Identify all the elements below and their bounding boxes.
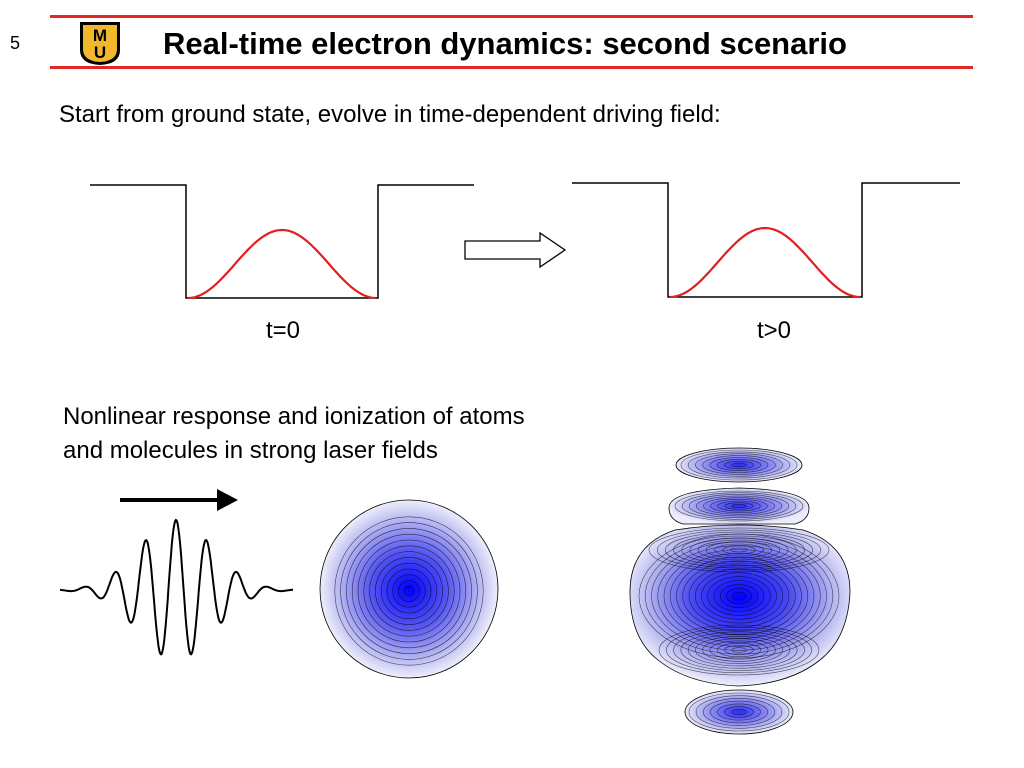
- ionized-contour-ring: [676, 556, 802, 636]
- ionized-contour-ring: [695, 453, 783, 477]
- ionized-contour-ring: [688, 692, 790, 732]
- atom-contour-ring: [404, 586, 414, 596]
- ionized-contour-ring: [722, 545, 756, 555]
- atom-contour-ring: [334, 516, 484, 666]
- ionized-contour-ring: [719, 584, 759, 608]
- ionized-contour-ring: [638, 533, 840, 659]
- ionized-contour-ring: [716, 642, 762, 658]
- ionized-contour-ring: [716, 459, 762, 471]
- ionized-contour-ring: [680, 631, 798, 669]
- slide-title: Real-time electron dynamics: second scen…: [163, 26, 847, 61]
- logo-letter-u: U: [94, 43, 106, 62]
- ionized-contour-ring: [731, 503, 747, 508]
- header-bottom-rule: [50, 66, 973, 69]
- ionized-contour-ring: [697, 539, 781, 561]
- laser-pulse-waveform: [59, 518, 293, 656]
- university-logo: M U: [80, 22, 120, 65]
- atom-contour-ring: [357, 539, 461, 643]
- atom-contour-ring: [363, 545, 455, 637]
- ionized-contour-ring: [702, 455, 776, 475]
- ionized-contour-ring: [648, 527, 830, 573]
- ionized-contour-ring: [707, 576, 771, 616]
- ionized-density-contour-plot: [629, 447, 851, 735]
- left-well-label: t=0: [265, 317, 301, 344]
- atom-contour-ring: [351, 533, 467, 649]
- ionized-contour-ring: [663, 549, 815, 643]
- ionized-contour-ring: [709, 640, 769, 660]
- laser-description-line-1: Nonlinear response and ionization of ato…: [63, 403, 525, 430]
- logo-letter-m: M: [93, 26, 107, 45]
- ionized-contour-ring: [714, 543, 764, 557]
- ionized-contour-ring: [726, 587, 752, 605]
- right-well-label: t>0: [756, 317, 792, 344]
- right-well-potential: [572, 182, 960, 298]
- ionized-contour-ring: [682, 560, 796, 632]
- ionized-contour-ring: [681, 492, 797, 520]
- ionized-contour-ring: [732, 591, 746, 601]
- laser-description: Nonlinear response and ionization of ato…: [63, 400, 525, 468]
- ionized-contour-ring: [658, 624, 820, 676]
- slide-number: 5: [10, 33, 21, 53]
- ionized-contour-ring: [724, 706, 754, 718]
- ionized-contour-ring: [701, 572, 777, 620]
- intro-text: Start from ground state, evolve in time-…: [59, 101, 721, 128]
- ionized-contour-ring: [703, 497, 775, 515]
- ionized-contour-ring: [710, 498, 768, 513]
- ionized-contour-ring: [695, 695, 783, 729]
- ionized-contour-ring: [687, 633, 791, 667]
- ionized-contour-ring: [665, 531, 813, 569]
- ionized-contour-ring: [687, 451, 791, 479]
- atom-density-contour-plot: [319, 499, 499, 679]
- ionized-contour-ring: [674, 490, 804, 522]
- ionized-contour-ring: [710, 700, 768, 724]
- ionized-contour-ring: [673, 629, 805, 671]
- ionized-contour-ring: [695, 495, 782, 517]
- ionized-contour-ring: [644, 537, 834, 655]
- ionized-contour-ring: [731, 462, 747, 468]
- header-top-rule: [50, 15, 973, 18]
- ionized-contour-ring: [702, 638, 776, 662]
- ionized-contour-ring: [731, 708, 747, 715]
- ionized-contour-ring: [724, 645, 754, 655]
- ionized-contour-ring: [724, 460, 754, 470]
- atom-contour-ring: [380, 562, 438, 620]
- laser-description-line-2: and molecules in strong laser fields: [63, 437, 438, 464]
- atom-contour-ring: [375, 557, 443, 625]
- left-well-wavefunction: [187, 228, 377, 300]
- ionized-contour-ring: [702, 698, 775, 726]
- ionized-contour-ring: [713, 580, 765, 612]
- ionized-contour-ring: [695, 636, 783, 664]
- ionized-contour-ring: [709, 457, 769, 473]
- atom-contour-ring: [398, 580, 420, 602]
- propagation-arrow-icon: [120, 489, 238, 511]
- ionized-contour-ring: [717, 703, 761, 721]
- ionized-contour-ring: [717, 500, 761, 512]
- atom-contour-ring: [392, 574, 426, 608]
- ionized-contour-ring: [694, 568, 784, 624]
- ionized-contour-ring: [651, 541, 827, 651]
- ionized-contour-ring: [731, 647, 747, 653]
- atom-contour-ring: [386, 568, 432, 614]
- ionized-contour-ring: [680, 449, 798, 481]
- atom-contour-ring: [346, 528, 472, 654]
- ionized-contour-ring: [656, 529, 822, 571]
- ionized-contour-ring: [665, 626, 812, 673]
- atom-contour-ring: [340, 522, 478, 660]
- ionized-contour-ring: [724, 502, 754, 510]
- ionized-contour-ring: [657, 545, 821, 647]
- right-well-wavefunction: [669, 226, 861, 299]
- left-well-potential: [90, 184, 474, 299]
- ionized-contour-ring: [688, 493, 790, 518]
- atom-contour-ring: [369, 551, 449, 631]
- time-evolution-arrow: [464, 231, 567, 269]
